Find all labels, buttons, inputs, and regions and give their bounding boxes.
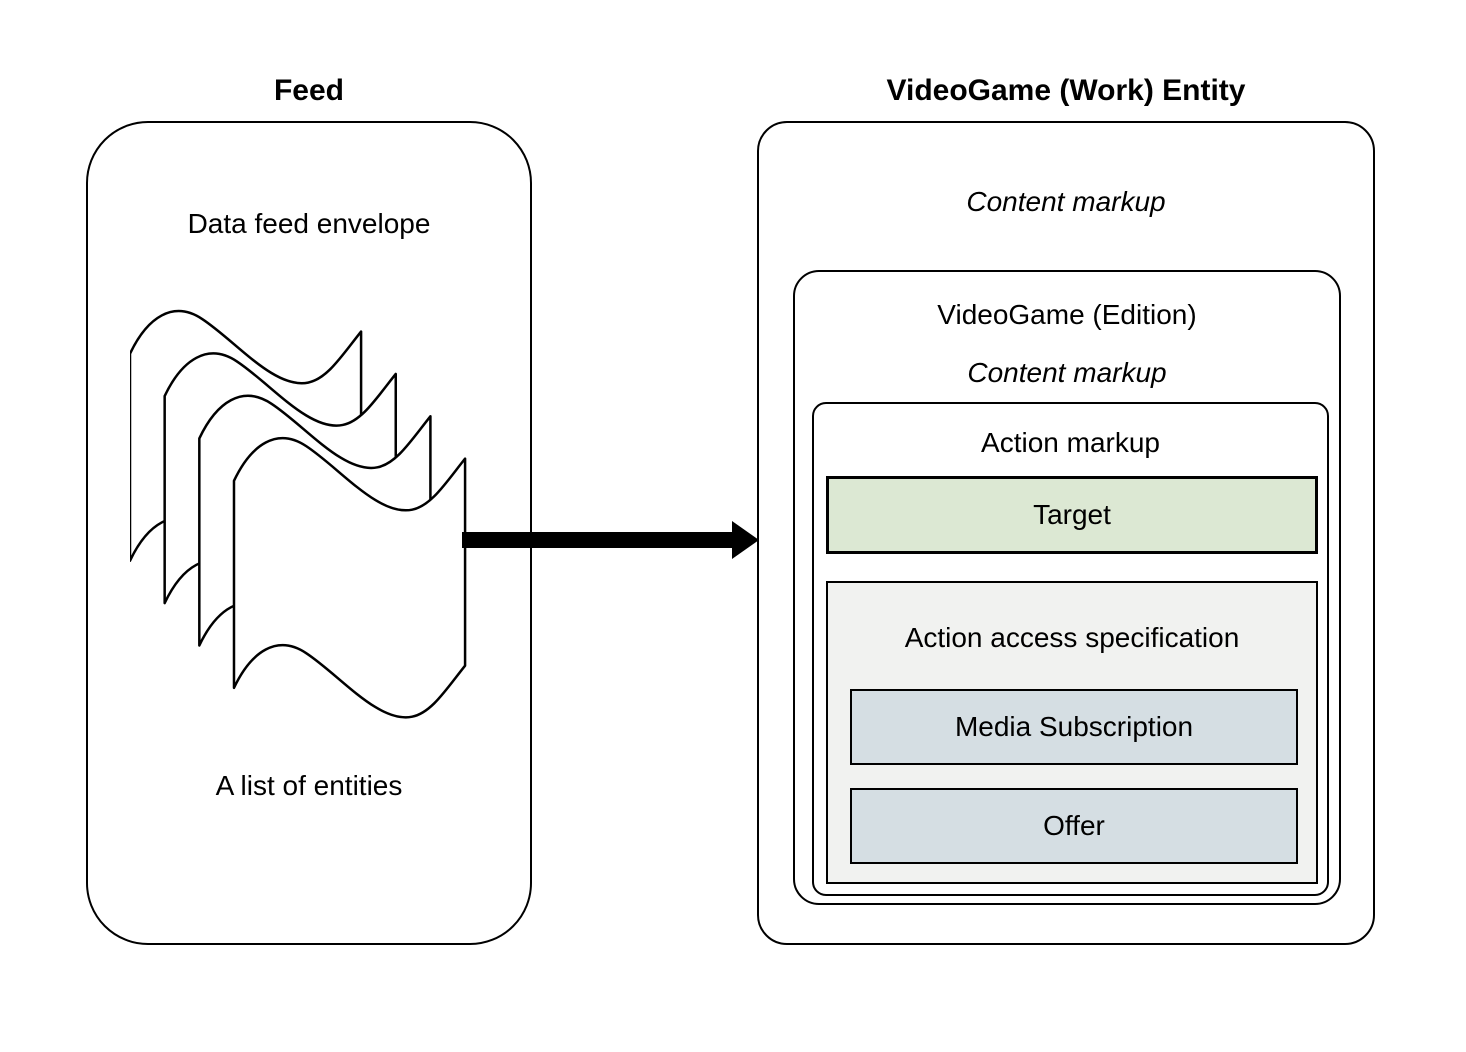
data-feed-envelope-label: Data feed envelope <box>187 208 431 239</box>
media-subscription-box: Media Subscription <box>850 689 1298 765</box>
action-markup-container: Action markup Target Action access speci… <box>812 402 1329 896</box>
content-markup-label-edition: Content markup <box>967 357 1167 388</box>
offer-label: Offer <box>1043 810 1105 841</box>
feed-container: Data feed envelope A list of entities <box>86 121 532 945</box>
feed-title: Feed <box>273 74 345 107</box>
arrow-shaft <box>462 532 736 548</box>
media-subscription-label: Media Subscription <box>954 711 1194 742</box>
target-label: Target <box>1033 499 1111 530</box>
document-stack-icon <box>130 309 467 719</box>
action-markup-label: Action markup <box>981 427 1160 458</box>
action-access-specification-container: Action access specification Media Subscr… <box>826 581 1318 884</box>
arrow-head-icon <box>732 521 759 559</box>
videogame-work-entity-title: VideoGame (Work) Entity <box>886 74 1246 107</box>
offer-box: Offer <box>850 788 1298 864</box>
videogame-edition-label: VideoGame (Edition) <box>937 299 1197 330</box>
videogame-edition-container: VideoGame (Edition) Content markup Actio… <box>793 270 1341 905</box>
target-box: Target <box>826 476 1318 554</box>
content-markup-label-work: Content markup <box>966 186 1166 217</box>
action-access-specification-label: Action access specification <box>904 622 1240 653</box>
list-of-entities-label: A list of entities <box>215 770 403 801</box>
videogame-work-entity-container: Content markup VideoGame (Edition) Conte… <box>757 121 1375 945</box>
